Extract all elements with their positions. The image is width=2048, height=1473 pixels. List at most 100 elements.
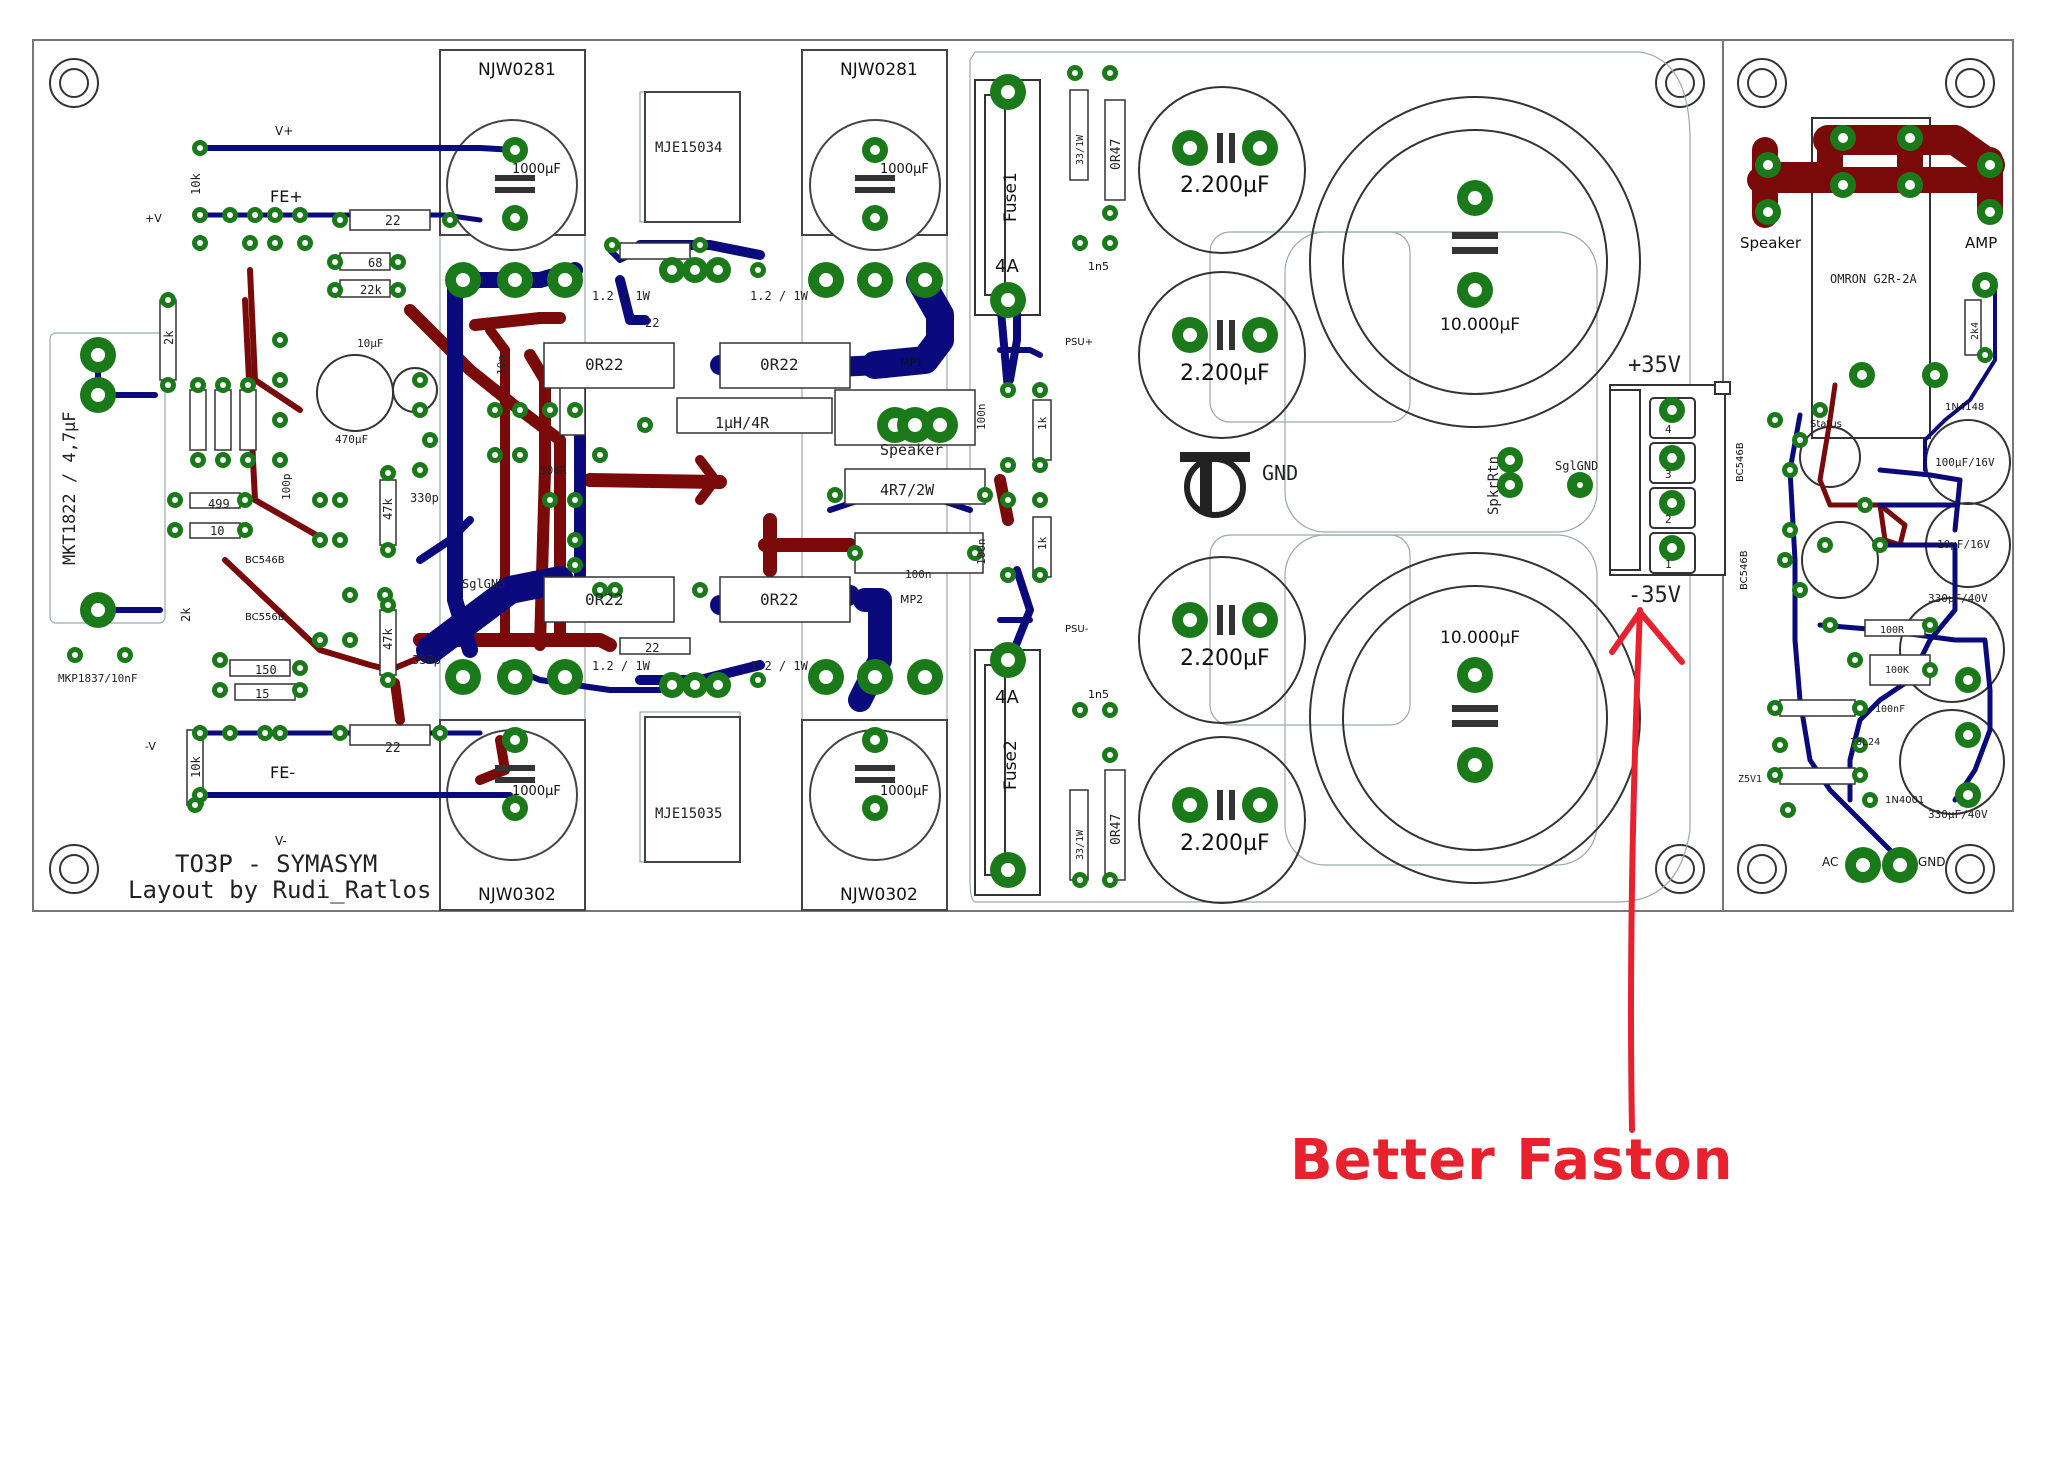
silkscreen-labels: TO3P - SYMASYM Layout by Rudi_Ratlos NJW… [58,60,1997,905]
r22-d: 22 [645,641,659,655]
d1n4001-label: 1N4001 [1885,795,1924,806]
w12-c: 1.2 / 1W [592,659,651,673]
psuplus-label: PSU+ [1065,337,1093,348]
rail-plus35: +35V [1628,353,1681,378]
r47k-b: 47k [381,628,395,650]
fuse1-rating: 4A [995,256,1019,277]
r2k2-label: 2k [179,607,193,622]
r0r47-a: 0R47 [1109,139,1124,170]
w12-d: 1.2 / 1W [750,659,809,673]
r499-label: 499 [208,497,230,511]
terminal-3: 3 [1665,468,1672,481]
feplus-label: FE+ [270,187,303,206]
mkt-label: MKT1822 / 4,7µF [60,411,80,565]
r100k-label: 100K [1885,665,1909,676]
fuse1-label: Fuse1 [1001,172,1021,222]
c470-label: 470µF [335,433,368,446]
r47k-a: 47k [381,498,395,520]
cap-1000-d: 1000µF [880,784,929,799]
r10-label: 10 [210,524,224,538]
inductor-label: 1µH/4R [715,414,770,432]
r2k-label: 2k [162,330,176,345]
d1n4148-label: 1N4148 [1945,402,1984,413]
sglgnd2-label: SglGND [462,577,505,591]
terminal-2: 2 [1665,513,1672,526]
c330p-a: 330p [410,491,439,505]
r22-c: 22 [645,316,659,330]
r0r47-b: 0R47 [1109,814,1124,845]
vminus-label: V- [275,834,287,848]
r0r22-d: 0R22 [760,590,799,609]
r15-label: 15 [255,687,269,701]
r1k-a: 1k [1036,416,1049,430]
cap-1000-b: 1000µF [880,162,929,177]
driver-transistor-outlines [543,342,986,623]
cap-2200-d: 2.200µF [1180,831,1270,856]
annotation-arrow [1609,607,1685,1133]
status-label: Status [1810,419,1842,430]
vplus-label: V+ [275,124,293,138]
bc546b-a: BC546B [245,555,285,566]
amp-label: AMP [1965,234,1997,252]
tr-logo [1180,452,1250,518]
q-bot-right-label: NJW0302 [840,885,918,905]
r0r22-c: 0R22 [585,590,624,609]
bc556b-label: BC556B [245,612,285,623]
cap-10000-a: 10.000µF [1440,315,1520,335]
cap-2200-c: 2.200µF [1180,646,1270,671]
c100n-b: 100n [975,404,988,431]
c1n5-a: 1n5 [1088,260,1109,273]
rail-minus35: -35V [1628,583,1681,608]
terminal-4: 4 [1665,423,1672,436]
r4r7-label: 4R7/2W [880,481,935,499]
c10uf-label: 10µF [357,337,384,350]
r10k-label: 10k [189,173,203,195]
relay-outline [1811,117,1931,439]
terminal-1: 1 [1665,558,1672,571]
driver-top-label: MJE15034 [655,140,722,156]
c100-16-b: 10µF/16V [1937,538,1990,551]
c10n-label: 10n [495,355,508,375]
w12-a: 1.2 / 1W [592,289,651,303]
c100nf-label: 100nF [1875,704,1905,715]
speaker-relay-label: Speaker [1740,234,1802,252]
c100n-a: 100n [905,568,932,581]
ac-label: AC [1822,855,1838,869]
r1k-b: 1k [1036,536,1049,550]
speaker-pad-label: Speaker [880,441,943,459]
omron-label: OMRON G2R-2A [1830,272,1917,286]
bc546b-b: BC546B [1735,442,1746,482]
r150-label: 150 [255,663,277,677]
capacitor-symbols [495,133,1498,820]
cap-10000-b: 10.000µF [1440,628,1520,648]
r33-a: 33/1W [1075,134,1086,165]
r22k-label: 22k [360,283,382,297]
driver-bot-label: MJE15035 [655,806,722,822]
mkp-label: MKP1837/10nF [58,672,137,685]
c330-40-b: 330µF/40V [1928,808,1988,821]
r2k4-label: 2k4 [1970,322,1981,340]
r500-label: 500R [540,464,567,477]
spkrrtn-label: SpkrRtn [1486,456,1502,515]
feminus-label: FE- [270,763,295,782]
r33-b: 33/1W [1075,829,1086,860]
c330-40-a: 330µF/40V [1928,592,1988,605]
bc546b-c: BC546B [1739,550,1750,590]
w12-b: 1.2 / 1W [750,289,809,303]
cap-2200-b: 2.200µF [1180,361,1270,386]
r68-label: 68 [368,256,382,270]
c330p-b: 330p [412,653,441,667]
sglgnd-label: SglGND [1555,459,1598,473]
q-top-left-label: NJW0281 [478,60,556,80]
fuse2-label: Fuse2 [1001,740,1021,790]
z5v1-label: Z5V1 [1738,774,1762,785]
c100n-c: 100n [975,539,988,566]
title-line2: Layout by Rudi_Ratlos [128,876,431,904]
r0r22-b: 0R22 [760,355,799,374]
r22-a: 22 [385,214,401,229]
reg78l24-label: 78L24 [1850,737,1880,748]
psuminus-label: PSU- [1065,624,1089,635]
annotation-label: Better Faston [1290,1128,1734,1193]
q-bot-left-label: NJW0302 [478,885,556,905]
